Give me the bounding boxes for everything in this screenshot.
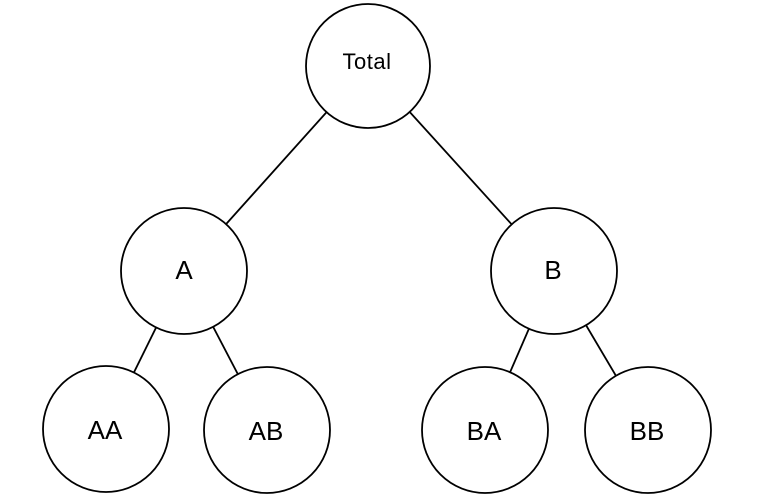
node-aa-circle xyxy=(42,365,170,493)
node-a-circle xyxy=(120,207,248,335)
node-ba-label: BA xyxy=(467,416,502,446)
node-ab-circle xyxy=(203,366,331,494)
node-total-circle xyxy=(305,3,431,129)
node-b: B xyxy=(490,207,618,335)
node-a-label: A xyxy=(175,255,193,285)
node-aa-label: AA xyxy=(88,415,123,445)
node-ba: BA xyxy=(421,366,549,494)
node-bb-circle xyxy=(584,366,712,494)
node-b-label: B xyxy=(544,255,561,285)
node-bb-label: BB xyxy=(630,416,665,446)
node-total: Total xyxy=(305,3,431,129)
node-b-circle xyxy=(490,207,618,335)
node-ab: AB xyxy=(203,366,331,494)
node-bb: BB xyxy=(584,366,712,494)
node-ab-label: AB xyxy=(249,416,284,446)
node-total-label: Total xyxy=(343,49,392,74)
node-a: A xyxy=(120,207,248,335)
node-aa: AA xyxy=(42,365,170,493)
node-ba-circle xyxy=(421,366,549,494)
